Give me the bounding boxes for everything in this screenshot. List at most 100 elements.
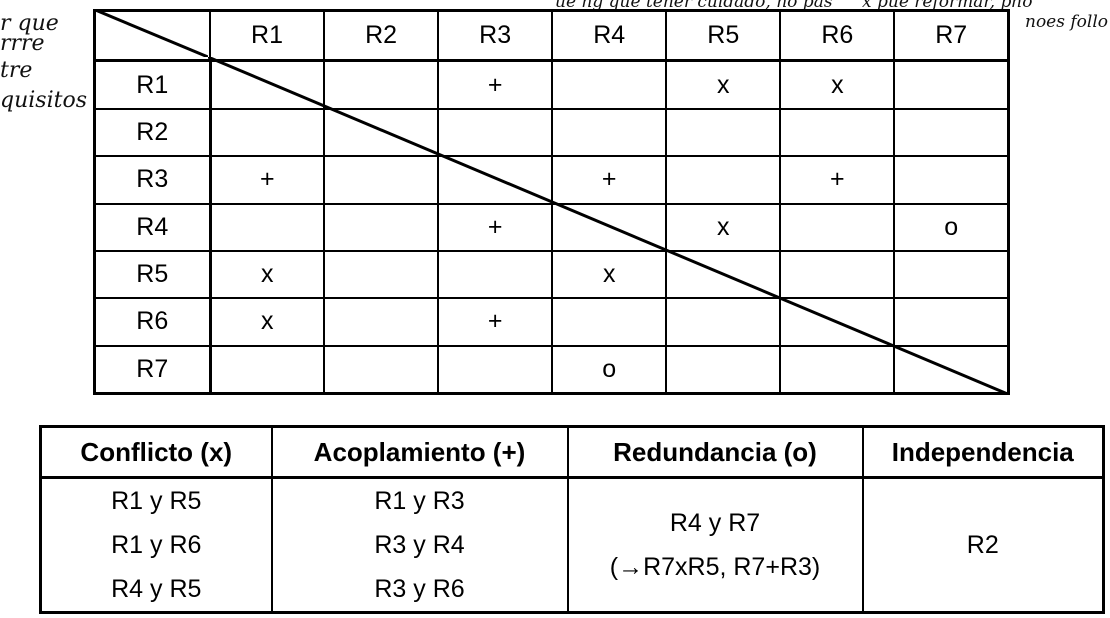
- matrix-cell: o: [551, 344, 668, 395]
- relations-summary-table: Conflicto (x) Acoplamiento (+) Redundanc…: [39, 425, 1105, 614]
- handwritten-note-left-2: rrre: [0, 31, 45, 56]
- summary-header-row: Conflicto (x) Acoplamiento (+) Redundanc…: [39, 425, 1105, 479]
- independencia-cell: R2: [861, 476, 1105, 614]
- acoplamiento-cell: R1 y R3 R3 y R4 R3 y R6: [270, 476, 569, 614]
- matrix-cell: [323, 155, 440, 205]
- matrix-cell: +: [779, 155, 896, 205]
- matrix-cell: x: [665, 202, 782, 252]
- matrix-row-header: R7: [93, 344, 212, 395]
- redundancia-item: R4 y R7: [669, 509, 761, 537]
- matrix-row: R5 x x: [93, 249, 1010, 300]
- matrix-cell: [323, 297, 440, 347]
- matrix-row: R6 x +: [93, 297, 1010, 347]
- matrix-cell: [323, 202, 440, 252]
- matrix-row-header: R1: [93, 59, 212, 110]
- matrix-cell: +: [437, 59, 554, 110]
- conflicto-header: Conflicto (x): [39, 425, 273, 479]
- matrix-cell: x: [208, 297, 326, 347]
- matrix-cell: [437, 249, 554, 300]
- matrix-cell: [208, 107, 326, 158]
- matrix-cell: +: [437, 202, 554, 252]
- independencia-item: R2: [966, 530, 999, 559]
- conflicto-item: R1 y R5: [111, 487, 202, 515]
- matrix-cell: x: [665, 59, 782, 110]
- relations-matrix: R1 R2 R3 R4 R5 R6 R7 R1 + x x R2 R3 + + …: [93, 9, 1010, 395]
- matrix-row: R1 + x x: [93, 59, 1010, 110]
- matrix-row: R7 o: [93, 344, 1010, 395]
- matrix-column-header: R7: [893, 9, 1010, 63]
- matrix-cell: [665, 344, 782, 395]
- matrix-cell: +: [551, 155, 668, 205]
- conflicto-cell: R1 y R5 R1 y R6 R4 y R5: [39, 476, 273, 614]
- matrix-cell: [665, 297, 782, 347]
- matrix-row-header: R3: [93, 155, 212, 205]
- matrix-row-header: R6: [93, 297, 212, 347]
- redundancia-cell: R4 y R7 (→R7xR5, R7+R3): [566, 476, 864, 614]
- matrix-cell: +: [437, 297, 554, 347]
- matrix-cell: [893, 59, 1010, 110]
- matrix-row-header: R4: [93, 202, 212, 252]
- matrix-cell: [779, 344, 896, 395]
- handwritten-note-right: noes follo: [1025, 12, 1109, 32]
- matrix-cell: [437, 344, 554, 395]
- matrix-row: R2: [93, 107, 1010, 158]
- matrix-cell: +: [208, 155, 326, 205]
- matrix-cell: [551, 297, 668, 347]
- conflicto-item: R4 y R5: [111, 575, 202, 603]
- matrix-column-header: R4: [551, 9, 668, 63]
- matrix-cell: [893, 107, 1010, 158]
- matrix-cell: [323, 107, 440, 158]
- matrix-cell: [323, 59, 440, 110]
- matrix-header-row: R1 R2 R3 R4 R5 R6 R7: [93, 9, 1010, 63]
- matrix-cell: [551, 107, 668, 158]
- matrix-cell: [779, 297, 896, 347]
- acoplamiento-header: Acoplamiento (+): [270, 425, 569, 479]
- matrix-cell: [437, 107, 554, 158]
- matrix-cell: [779, 202, 896, 252]
- matrix-row: R4 + x o: [93, 202, 1010, 252]
- matrix-cell: [551, 59, 668, 110]
- matrix-cell: [893, 344, 1010, 395]
- redundancia-note: (→R7xR5, R7+R3): [609, 553, 821, 581]
- matrix-corner-cell: [93, 9, 211, 63]
- matrix-cell: [208, 202, 326, 252]
- acoplamiento-item: R3 y R6: [374, 575, 465, 603]
- matrix-cell: [893, 297, 1010, 347]
- matrix-cell: [551, 202, 668, 252]
- handwritten-note-top-right: x pue reformar, pho: [862, 0, 1033, 12]
- matrix-cell: [665, 107, 782, 158]
- matrix-cell: [208, 344, 326, 395]
- matrix-cell: x: [551, 249, 668, 300]
- handwritten-note-top-middle: ue ng que tener cuidado, no pas: [555, 0, 833, 12]
- matrix-row: R3 + + +: [93, 155, 1010, 205]
- matrix-column-header: R2: [323, 9, 440, 63]
- matrix-cell: x: [779, 59, 896, 110]
- matrix-cell: [779, 249, 896, 300]
- matrix-cell: o: [893, 202, 1010, 252]
- matrix-cell: [665, 249, 782, 300]
- summary-body-row: R1 y R5 R1 y R6 R4 y R5 R1 y R3 R3 y R4 …: [39, 476, 1105, 614]
- independencia-header: Independencia: [861, 425, 1105, 479]
- handwritten-note-left-3: tre: [0, 58, 33, 83]
- redundancia-header: Redundancia (o): [566, 425, 864, 479]
- matrix-column-header: R5: [665, 9, 782, 63]
- conflicto-item: R1 y R6: [111, 531, 202, 559]
- acoplamiento-item: R1 y R3: [374, 487, 465, 515]
- matrix-cell: [665, 155, 782, 205]
- matrix-cell: [323, 249, 440, 300]
- matrix-column-header: R1: [208, 9, 326, 63]
- matrix-row-header: R5: [93, 249, 212, 300]
- matrix-row-header: R2: [93, 107, 212, 158]
- matrix-cell: [208, 59, 326, 110]
- matrix-column-header: R6: [779, 9, 896, 63]
- handwritten-note-left-4: quisitos: [0, 88, 87, 113]
- acoplamiento-item: R3 y R4: [374, 531, 465, 559]
- matrix-cell: [779, 107, 896, 158]
- matrix-cell: [437, 155, 554, 205]
- handwritten-note-left-1: r que: [0, 11, 59, 36]
- matrix-cell: [893, 249, 1010, 300]
- matrix-cell: [323, 344, 440, 395]
- matrix-column-header: R3: [437, 9, 554, 63]
- matrix-cell: x: [208, 249, 326, 300]
- matrix-cell: [893, 155, 1010, 205]
